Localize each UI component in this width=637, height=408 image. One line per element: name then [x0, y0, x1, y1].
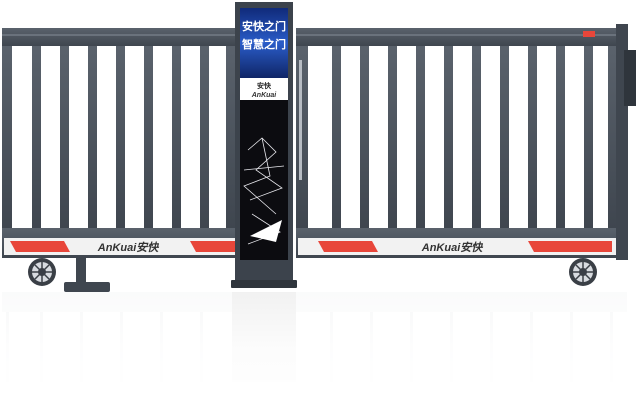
- tower-geometric-lines: [243, 137, 285, 245]
- tower-base: [231, 280, 297, 288]
- left-top-rail: [2, 28, 238, 46]
- right-red-reflector-2: [528, 241, 612, 252]
- left-strip-brand: AnKuai安快: [97, 241, 159, 254]
- right-indicator-light: [583, 31, 595, 37]
- right-vertical-bars: [296, 46, 618, 228]
- right-top-rail: [296, 28, 618, 46]
- left-red-reflector-1: [10, 241, 70, 252]
- tower-logo-panel: [240, 78, 288, 100]
- tower-logo-cn: 安快: [257, 81, 272, 90]
- central-tower: 安快之门 智慧之门 安快 AnKuai: [231, 2, 297, 288]
- tower-slogan-line1: 安快之门: [242, 19, 286, 33]
- tower-logo-en: AnKuai: [251, 92, 278, 99]
- left-guide-foot: [64, 258, 110, 292]
- right-red-reflector-1: [318, 241, 378, 252]
- left-gate-section: AnKuai安快: [2, 28, 238, 292]
- right-gate-section: AnKuai安快: [296, 24, 636, 286]
- left-red-reflector-2: [190, 241, 236, 252]
- tower-slogan-line2: 智慧之门: [242, 37, 286, 51]
- tower-display-screen: [240, 8, 288, 78]
- tower-white-triangle: [250, 220, 282, 242]
- right-control-box: [624, 50, 636, 106]
- right-wheel: [569, 258, 597, 286]
- left-vertical-bars: [2, 46, 238, 228]
- left-wheel: [28, 258, 56, 286]
- right-strip-brand: AnKuai安快: [421, 241, 483, 254]
